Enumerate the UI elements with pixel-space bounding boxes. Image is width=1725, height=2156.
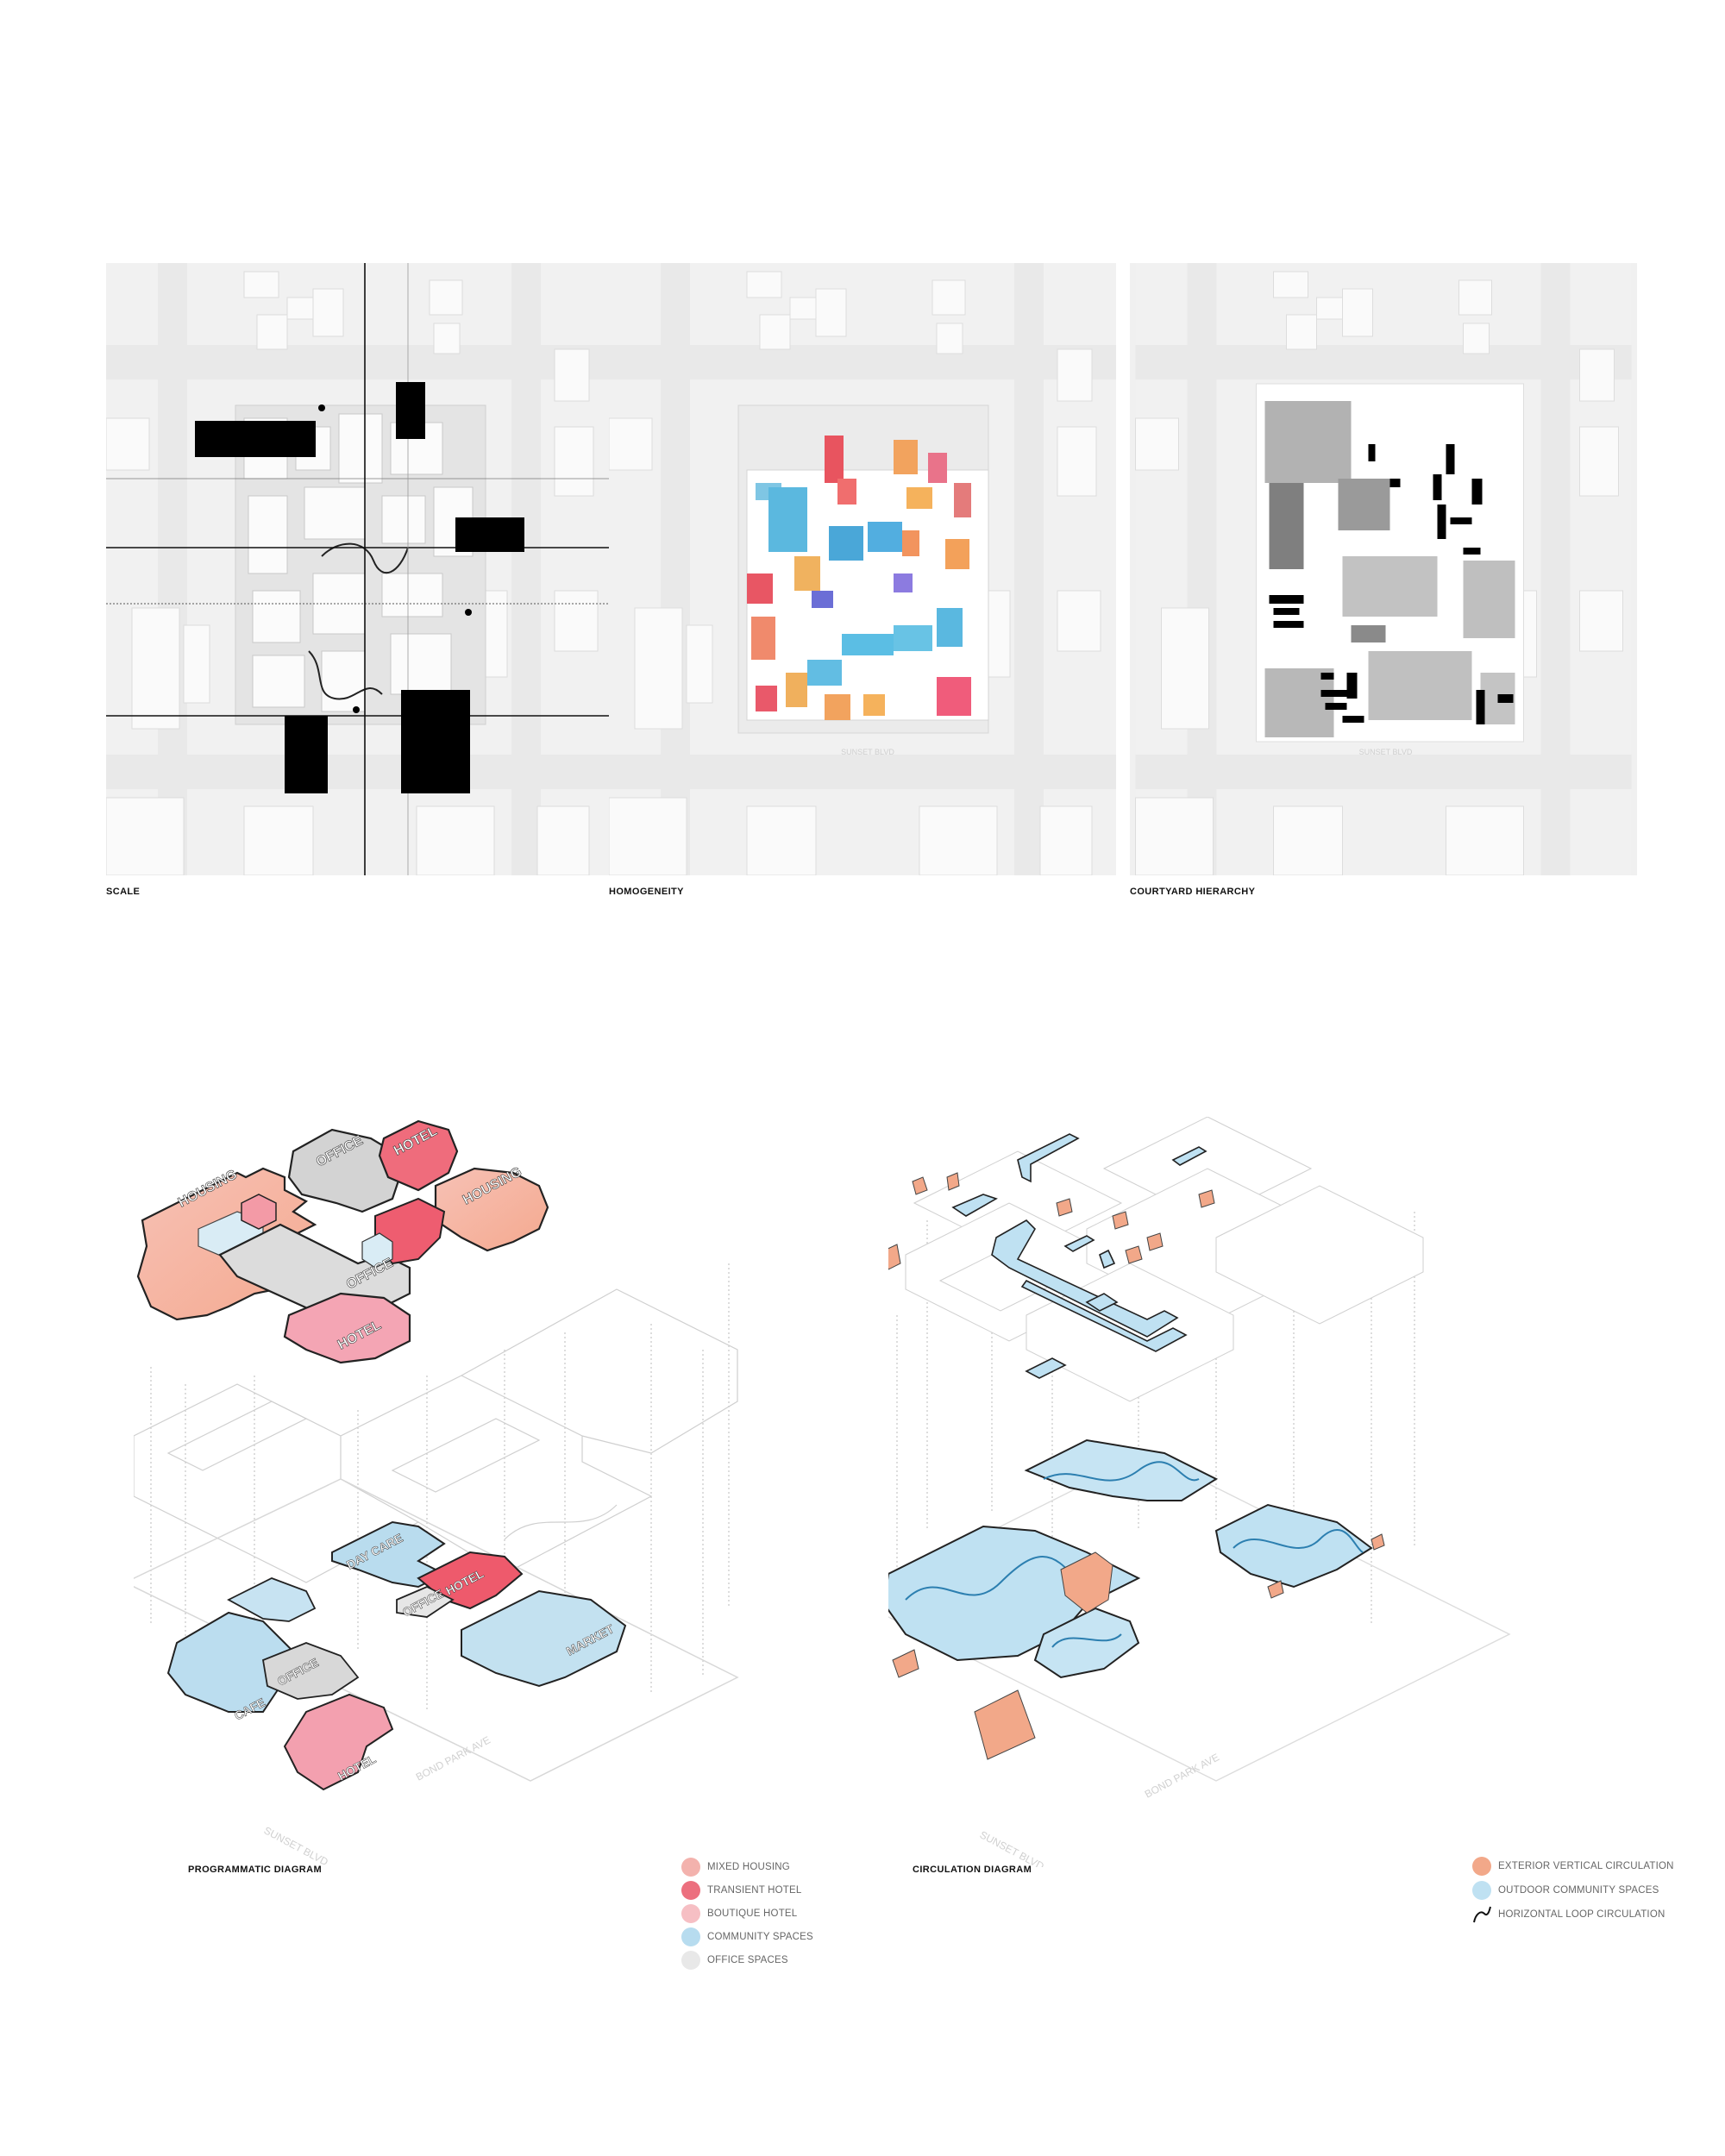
boutique-hotel-swatch bbox=[681, 1904, 700, 1923]
programmatic-drawing: HOUSING OFFICE HOTEL HOUSING OFFICE HOTE… bbox=[123, 1119, 739, 1868]
homogeneity-plan-label: HOMOGENEITY bbox=[609, 887, 684, 897]
homogeneity-street-label: SUNSET BLVD bbox=[841, 748, 894, 756]
programmatic-axonometric: HOUSING OFFICE HOTEL HOUSING OFFICE HOTE… bbox=[123, 1091, 815, 1868]
legend-item-boutique-hotel: BOUTIQUE HOTEL bbox=[681, 1904, 797, 1923]
circulation-axonometric: SUNSET BLVD BOND PARK AVE bbox=[852, 1116, 1578, 1872]
scale-site-plan bbox=[106, 263, 613, 875]
programmatic-legend: MIXED HOUSING TRANSIENT HOTEL BOUTIQUE H… bbox=[681, 1858, 871, 1978]
community-spaces-swatch bbox=[681, 1927, 700, 1946]
horizontal-loop-circulation-icon bbox=[1473, 1906, 1491, 1923]
mixed-housing-swatch bbox=[681, 1858, 700, 1877]
circulation-drawing: SUNSET BLVD BOND PARK AVE bbox=[852, 1116, 1511, 1872]
courtyard-plan-drawing: SUNSET BLVD bbox=[1135, 263, 1632, 875]
circulation-street-label-sunset: SUNSET BLVD bbox=[978, 1828, 1046, 1867]
courtyard-hierarchy-plan-label: COURTYARD HIERARCHY bbox=[1130, 887, 1256, 897]
homogeneity-site-plan: SUNSET BLVD bbox=[609, 263, 1116, 875]
scale-plan-drawing bbox=[106, 263, 613, 875]
legend-item-office-spaces: OFFICE SPACES bbox=[681, 1951, 788, 1970]
programmatic-diagram-label: PROGRAMMATIC DIAGRAM bbox=[188, 1865, 323, 1875]
circulation-diagram-label: CIRCULATION DIAGRAM bbox=[913, 1865, 1032, 1875]
street-label-bond-park: BOND PARK AVE bbox=[414, 1733, 492, 1783]
outdoor-community-spaces-swatch bbox=[1472, 1881, 1491, 1900]
office-spaces-swatch bbox=[681, 1951, 700, 1970]
legend-item-outdoor-community-spaces: OUTDOOR COMMUNITY SPACES bbox=[1472, 1881, 1659, 1900]
courtyard-hierarchy-site-plan: SUNSET BLVD bbox=[1130, 263, 1637, 875]
legend-item-mixed-housing: MIXED HOUSING bbox=[681, 1858, 790, 1877]
legend-item-horizontal-loop-circulation: HORIZONTAL LOOP CIRCULATION bbox=[1472, 1905, 1665, 1924]
scale-plan-label: SCALE bbox=[106, 887, 141, 897]
circulation-street-label-bond-park: BOND PARK AVE bbox=[1143, 1751, 1221, 1800]
exterior-vertical-circulation-swatch bbox=[1472, 1857, 1491, 1876]
legend-item-community-spaces: COMMUNITY SPACES bbox=[681, 1927, 813, 1946]
circulation-legend: EXTERIOR VERTICAL CIRCULATION OUTDOOR CO… bbox=[1472, 1857, 1697, 1934]
transient-hotel-swatch bbox=[681, 1881, 700, 1900]
legend-item-transient-hotel: TRANSIENT HOTEL bbox=[681, 1881, 802, 1900]
street-label-sunset: SUNSET BLVD bbox=[262, 1824, 330, 1867]
homogeneity-plan-drawing: SUNSET BLVD bbox=[609, 263, 1116, 875]
courtyard-street-label: SUNSET BLVD bbox=[1359, 748, 1413, 756]
legend-item-exterior-vertical-circulation: EXTERIOR VERTICAL CIRCULATION bbox=[1472, 1857, 1674, 1876]
